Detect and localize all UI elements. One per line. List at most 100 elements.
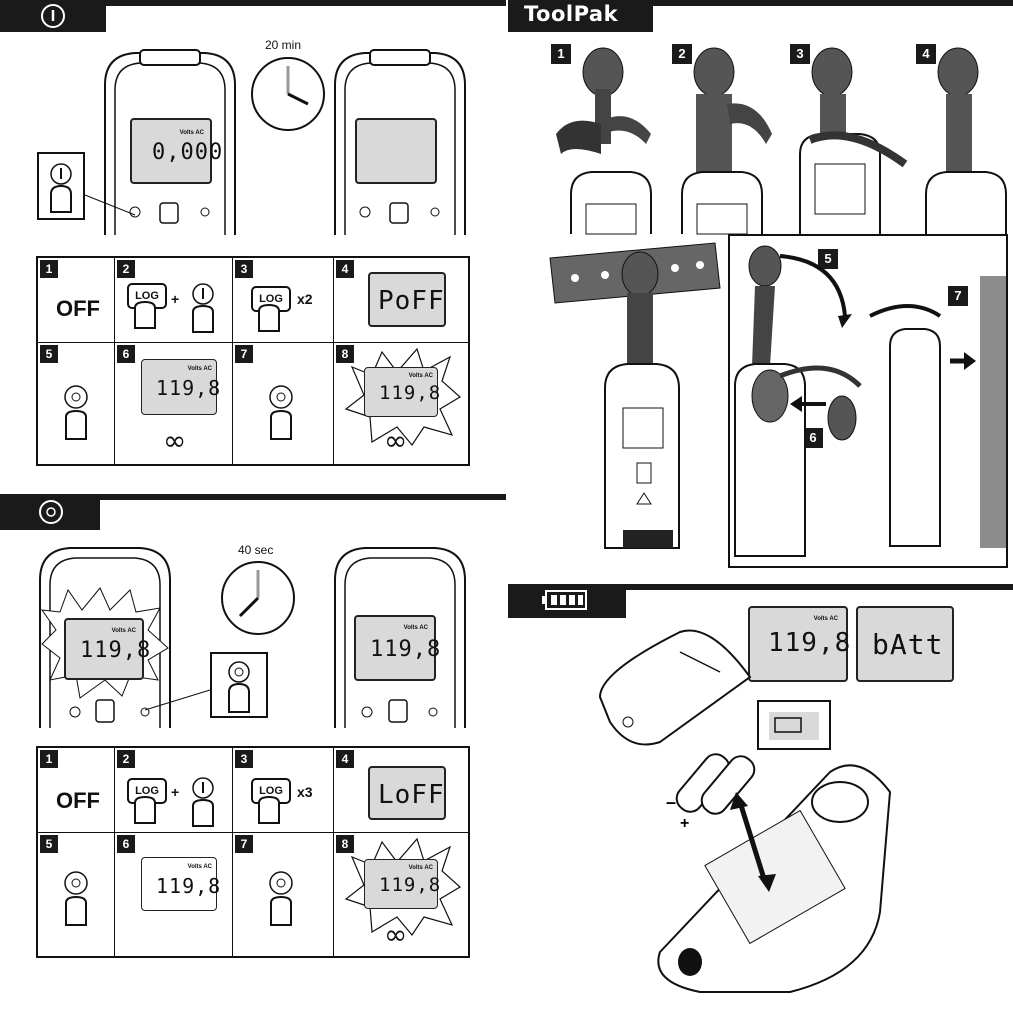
low-battery-icon [769, 712, 819, 740]
power-button-icon [50, 163, 72, 213]
step-cell-7: 7 [233, 833, 334, 956]
step-number: 4 [336, 750, 354, 768]
plus-label: + [171, 784, 180, 800]
poff-display: PoFF [378, 286, 445, 316]
step-cell-5: 5 [38, 833, 115, 956]
backlight-button-icon [64, 385, 88, 440]
backlight-steps-grid: 1 OFF 2 LOG + 3 LOG x3 4 LoFF 5 6 [36, 746, 470, 958]
battery-section-rule [508, 584, 1013, 590]
step-number: 3 [235, 750, 253, 768]
step-badge: 5 [818, 249, 838, 269]
backlight-button-icon [64, 871, 88, 926]
timer-label: 40 sec [238, 543, 274, 557]
battery-icon [542, 590, 587, 610]
finger-icon [258, 303, 280, 332]
infinity-symbol: ∞ [384, 918, 408, 951]
meter-reading: 119,8 [379, 382, 442, 404]
unit-label: Volts AC [408, 865, 433, 871]
plus-label: + [171, 291, 180, 307]
off-label: OFF [56, 296, 100, 321]
loff-display: LoFF [378, 780, 445, 810]
step-number: 8 [336, 835, 354, 853]
step-number: 1 [40, 260, 58, 278]
step-number: 5 [40, 835, 58, 853]
battery-low-display: Volts AC 119,8 [748, 606, 852, 682]
finger-icon [134, 300, 156, 329]
toolpak-step-1: 1 [551, 44, 661, 235]
unit-label: Volts AC [111, 628, 136, 634]
log-key-icon: LOG [251, 778, 291, 804]
step-number: 4 [336, 260, 354, 278]
power-section-tab [0, 0, 106, 32]
battery-section-tab [508, 584, 626, 618]
step-cell-2: 2 LOG + [115, 748, 233, 833]
step-number: 7 [235, 835, 253, 853]
callout-line [84, 194, 136, 216]
unit-label: Volts AC [813, 616, 838, 622]
step-number: 3 [235, 260, 253, 278]
step-cell-4: 4 LoFF [334, 748, 468, 833]
backlight-section-tab [0, 494, 100, 530]
meter-reading: 119,8 [768, 628, 852, 658]
unit-label: Volts AC [187, 864, 212, 870]
times-label: x3 [297, 784, 313, 800]
power-section-rule [0, 0, 506, 6]
minus-symbol: – [666, 792, 676, 812]
step-number: 6 [117, 835, 135, 853]
step-badge: 1 [551, 44, 571, 64]
toolpak-section-tab: ToolPak [508, 0, 653, 32]
meter-unlit-display: Volts AC 119,8 [354, 615, 440, 681]
step-cell-1: 1 OFF [38, 748, 115, 833]
toolpak-magnet-panel: 5 6 7 [728, 234, 1008, 568]
step-cell-6: 6 Volts AC 119,8 [115, 833, 233, 956]
backlight-icon [39, 500, 63, 524]
power-button-callout [37, 152, 85, 220]
step-number: 2 [117, 260, 135, 278]
step-number: 2 [117, 750, 135, 768]
step-cell-5: 5 [38, 343, 115, 464]
infinity-symbol: ∞ [163, 424, 187, 457]
toolpak-step-2: 2 [672, 44, 782, 235]
backlight-section-rule [0, 494, 506, 500]
step-cell-4: 4 PoFF [334, 258, 468, 343]
step-cell-6: 6 Volts AC 119,8 ∞ [115, 343, 233, 464]
backlight-button-icon [269, 385, 293, 440]
batt-message: bAtt [872, 628, 944, 661]
step-badge: 4 [916, 44, 936, 64]
callout-line [144, 689, 211, 711]
strap-illustration [799, 47, 908, 234]
power-icon [41, 4, 65, 28]
unit-label: Volts AC [408, 373, 433, 379]
strap-illustration [681, 47, 772, 235]
batt-message-display: bAtt [856, 606, 954, 682]
meter-reading: 119,8 [80, 638, 152, 663]
power-button-icon [192, 283, 214, 333]
step-badge: 6 [803, 428, 823, 448]
meter-right-display-blank [355, 118, 437, 184]
strap-illustration [925, 47, 1007, 234]
toolpak-title: ToolPak [524, 2, 619, 26]
meter-reading: 119,8 [379, 874, 442, 896]
timer-label: 20 min [265, 38, 302, 52]
meter-left-display: Volts AC 0,000 [130, 118, 222, 184]
backlight-button-icon [269, 871, 293, 926]
power-steps-grid: 1 OFF 2 LOG + 3 LOG x2 4 PoFF 5 6 [36, 256, 470, 466]
clock-icon [221, 561, 295, 635]
unit-label: Volts AC [179, 130, 204, 136]
step-cell-7: 7 [233, 343, 334, 464]
clock-icon [251, 57, 325, 131]
step-cell-8: 8 Volts AC 119,8 ∞ [334, 343, 468, 464]
step-badge: 3 [790, 44, 810, 64]
battery-replacement-illustration: – + [598, 629, 892, 993]
unit-label: Volts AC [187, 366, 212, 372]
step-cell-3: 3 LOG x3 [233, 748, 334, 833]
meter-reading: 119,8 [156, 376, 222, 400]
meter-lit-display: Volts AC 119,8 [64, 618, 150, 680]
magnet-attach-illustration [734, 245, 1006, 557]
step-cell-2: 2 LOG + [115, 258, 233, 343]
backlight-button-callout [210, 652, 268, 718]
toolpak-step-3: 3 [790, 44, 910, 234]
finger-icon [258, 795, 280, 824]
step-number: 6 [117, 345, 135, 363]
plus-symbol: + [680, 815, 689, 832]
